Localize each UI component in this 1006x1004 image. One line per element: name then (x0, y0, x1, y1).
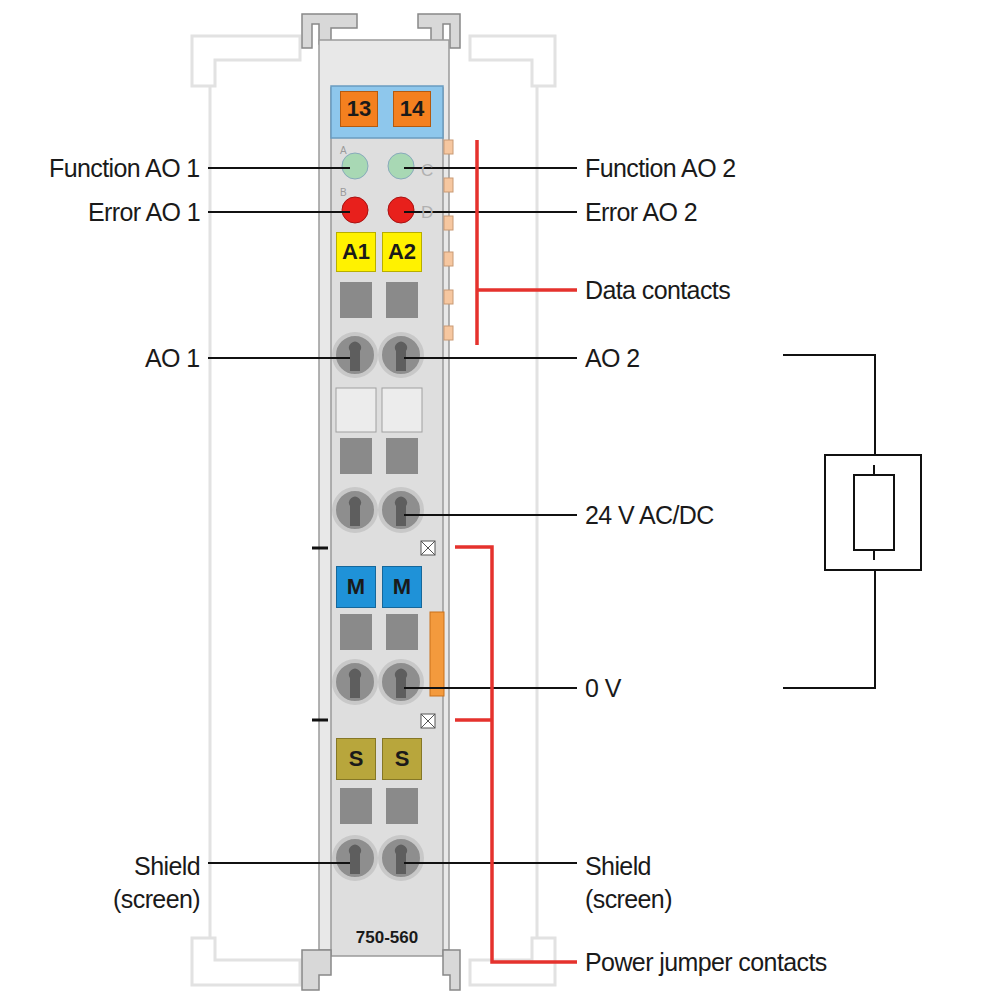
terminal-label: A1 (342, 239, 370, 265)
callout-label: AO 2 (585, 342, 640, 375)
module-housing (302, 14, 460, 990)
terminal-marker: M (382, 566, 422, 608)
terminal-label: 13 (347, 96, 371, 122)
callout-label: Shield (screen) (585, 850, 695, 915)
terminal-marker: 14 (393, 91, 431, 127)
terminal-marker: S (382, 738, 422, 780)
terminal-label: S (349, 746, 364, 772)
callout-label: Power jumper contacts (585, 946, 827, 979)
callout-label: 24 V AC/DC (585, 499, 714, 532)
leader-lines (208, 168, 577, 863)
led-letter: D (421, 202, 433, 224)
brackets (455, 140, 577, 962)
terminal-label: M (347, 574, 365, 600)
resistor-symbol (854, 475, 894, 550)
terminal-label: S (395, 746, 410, 772)
callout-label: Data contacts (585, 274, 730, 307)
terminal-label: M (393, 574, 411, 600)
callout-label: Error AO 2 (585, 196, 697, 229)
callout-label: 0 V (585, 672, 621, 705)
terminal-label: 14 (400, 96, 424, 122)
callout-label: Error AO 1 (88, 196, 200, 229)
leds (342, 153, 414, 223)
power-jumper-contacts (421, 541, 444, 728)
led-letter: A (340, 144, 347, 157)
part-number: 750-560 (331, 928, 443, 948)
resistor-circuit (783, 355, 921, 688)
data-contact-tabs (444, 140, 453, 340)
led-letter: B (340, 186, 347, 199)
empty-markers (336, 388, 422, 432)
cage-clamps (334, 334, 422, 879)
terminal-label: A2 (388, 239, 416, 265)
callout-label: AO 1 (145, 342, 200, 375)
terminal-marker: 13 (340, 91, 378, 127)
terminal-marker: M (336, 566, 376, 608)
terminal-marker: A1 (336, 232, 376, 272)
terminal-marker: S (336, 738, 376, 780)
callout-label: Shield (screen) (90, 850, 200, 915)
callout-label: Function AO 1 (49, 152, 200, 185)
terminal-marker: A2 (382, 232, 422, 272)
led-letter: C (421, 160, 433, 182)
callout-label: Function AO 2 (585, 152, 736, 185)
din-rail (192, 36, 555, 985)
